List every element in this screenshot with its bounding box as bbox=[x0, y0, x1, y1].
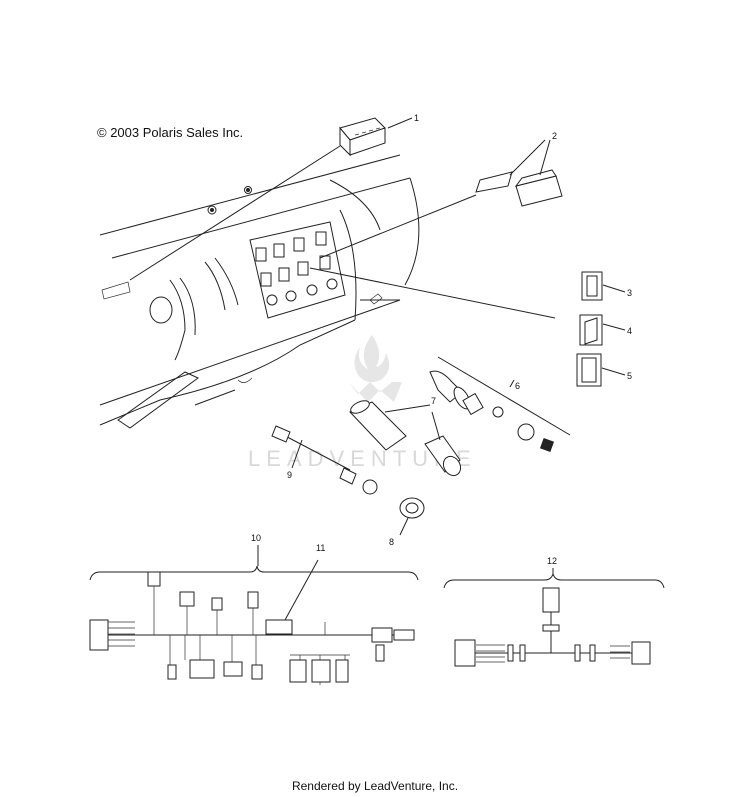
callout-5: 5 bbox=[627, 371, 632, 381]
switch-panel-slots bbox=[255, 231, 338, 306]
part-9-lighter bbox=[271, 425, 378, 495]
callout-labels: 1 2 3 4 5 6 7 8 9 10 11 12 bbox=[251, 113, 632, 566]
part-12-wiring-harness bbox=[443, 568, 665, 667]
dash-panel bbox=[99, 154, 420, 429]
part-3-switch bbox=[581, 271, 626, 301]
part-1-fuse-block bbox=[129, 117, 413, 281]
part-8-grommet bbox=[399, 497, 425, 536]
part-10-wiring-harness bbox=[89, 545, 419, 685]
callout-12: 12 bbox=[547, 556, 557, 566]
callout-10: 10 bbox=[251, 533, 261, 543]
callout-2: 2 bbox=[552, 131, 557, 141]
callout-9: 9 bbox=[287, 470, 292, 480]
callout-11: 11 bbox=[316, 543, 325, 553]
copyright-notice: © 2003 Polaris Sales Inc. bbox=[97, 125, 244, 140]
callout-4: 4 bbox=[627, 326, 632, 336]
callout-6: 6 bbox=[515, 381, 520, 391]
callout-3: 3 bbox=[627, 288, 632, 298]
footer-credit: Rendered by LeadVenture, Inc. bbox=[291, 779, 459, 793]
callout-8: 8 bbox=[389, 537, 394, 547]
watermark: LEADVENTURE bbox=[248, 335, 471, 471]
part-6-power-point bbox=[429, 356, 571, 453]
part-4-switch bbox=[579, 314, 626, 346]
part-2-lens bbox=[319, 139, 563, 259]
part-5-plug bbox=[576, 353, 626, 387]
part-7-lighter-sleeve bbox=[349, 400, 462, 477]
callout-7: 7 bbox=[431, 396, 436, 406]
callout-1: 1 bbox=[414, 113, 419, 123]
